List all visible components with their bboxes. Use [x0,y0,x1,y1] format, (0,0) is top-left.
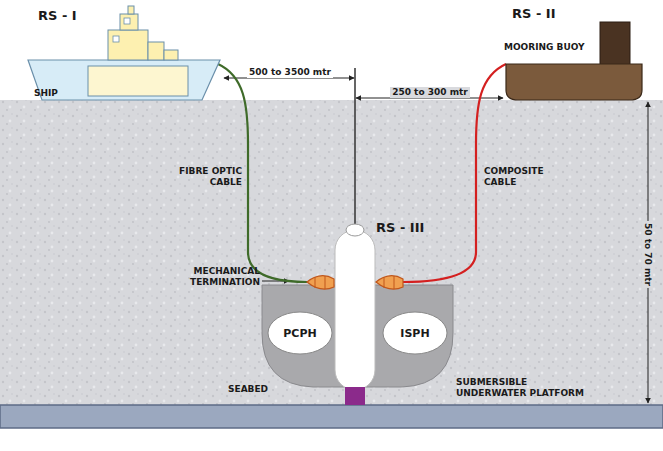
water [0,100,663,406]
superstructure [108,30,148,60]
dimension-label: 250 to 300 mtr [390,87,470,98]
dome [346,224,364,236]
buoy-label: MOORING BUOY [504,42,585,53]
vessel-label: SHIP [34,88,58,99]
termination-ring [325,276,326,289]
central-capsule [335,230,375,390]
ship: RS - I SHIP [28,6,224,102]
mechanical-termination [307,276,334,289]
buoy-tower [600,22,630,66]
buoy: RS - II MOORING BUOY [500,4,646,102]
housing-label: ISPH [400,328,429,339]
mechanical-termination [376,276,403,289]
leader-line [262,281,289,282]
seabed-band [0,405,663,428]
housing: PCPH [267,311,333,355]
platform-outline [262,215,453,405]
deckhouse [164,50,178,60]
mast-line [354,68,356,232]
dimension-line [224,78,354,79]
bridge [120,14,138,30]
termination-ring [394,276,395,289]
window [124,18,130,24]
station-label: RS - III [376,220,424,235]
platform: RS - IIISUBMERSIBLE UNDERWATER PLATFORMP… [262,215,453,405]
housing-ellipse [268,312,332,354]
platform-label: SUBMERSIBLE UNDERWATER PLATFORM [456,377,588,399]
ship-hull [28,60,220,100]
termination-ring [315,277,316,288]
callout-label: MECHANICAL TERMINATION [176,266,260,288]
hull-panel [88,66,188,96]
housing-label: PCPH [283,328,316,339]
seabed-label: SEABED [228,384,268,395]
cable-label: FIBRE OPTIC CABLE [150,166,242,188]
funnel [128,6,134,14]
buoy-hull [506,64,642,100]
housing: ISPH [382,311,448,355]
station-label: RS - I [38,8,77,23]
foundation [345,387,365,405]
deckhouse [148,42,164,60]
station-label: RS - II [512,6,556,21]
housing-ellipse [383,312,447,354]
window [113,36,119,42]
dimension-label: 500 to 3500 mtr [247,67,333,78]
dimension-label: 50 to 70 mtr [643,220,654,287]
dimension-line [356,98,503,99]
termination-ring [384,277,385,288]
cable-label: COMPOSITE CABLE [484,166,564,188]
